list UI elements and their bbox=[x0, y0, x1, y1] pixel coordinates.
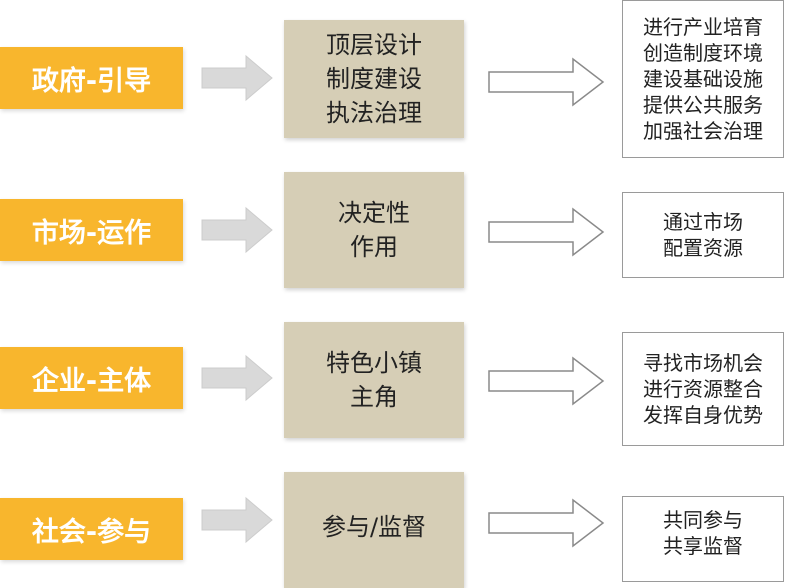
result-box: 通过市场 配置资源 bbox=[622, 192, 784, 278]
role-line: 执法治理 bbox=[326, 99, 422, 127]
role-line: 顶层设计 bbox=[326, 31, 422, 59]
role-line: 决定性 bbox=[338, 199, 410, 227]
result-line: 创造制度环境 bbox=[643, 41, 763, 65]
result-line: 通过市场 bbox=[663, 210, 743, 234]
role-line: 作用 bbox=[350, 233, 398, 261]
outline-arrow-icon bbox=[488, 356, 605, 406]
actor-label: 政府-引导 bbox=[0, 47, 183, 109]
role-box: 特色小镇 主角 bbox=[284, 322, 464, 438]
result-line: 进行产业培育 bbox=[643, 15, 763, 39]
actor-label: 社会-参与 bbox=[0, 498, 183, 560]
actor-label: 企业-主体 bbox=[0, 347, 183, 409]
result-line: 进行资源整合 bbox=[643, 377, 763, 401]
role-line: 参与/监督 bbox=[321, 513, 427, 541]
result-line: 共享监督 bbox=[663, 534, 743, 558]
result-line: 加强社会治理 bbox=[643, 119, 763, 143]
outline-arrow-icon bbox=[488, 57, 605, 107]
result-line: 提供公共服务 bbox=[643, 93, 763, 117]
grey-arrow-icon bbox=[201, 206, 273, 254]
result-box: 进行产业培育 创造制度环境 建设基础设施 提供公共服务 加强社会治理 bbox=[622, 0, 784, 158]
result-box: 共同参与 共享监督 bbox=[622, 496, 784, 582]
grey-arrow-icon bbox=[201, 354, 273, 402]
actor-label: 市场-运作 bbox=[0, 199, 183, 261]
result-line: 发挥自身优势 bbox=[643, 403, 763, 427]
result-line: 寻找市场机会 bbox=[643, 351, 763, 375]
role-box: 参与/监督 bbox=[284, 472, 464, 588]
grey-arrow-icon bbox=[201, 54, 273, 102]
role-line: 特色小镇 bbox=[326, 349, 422, 377]
role-line: 制度建设 bbox=[326, 65, 422, 93]
result-line: 共同参与 bbox=[663, 508, 743, 532]
outline-arrow-icon bbox=[488, 207, 605, 257]
result-line: 配置资源 bbox=[663, 236, 743, 260]
role-box: 决定性 作用 bbox=[284, 172, 464, 288]
role-line: 主角 bbox=[350, 383, 398, 411]
outline-arrow-icon bbox=[488, 498, 605, 548]
result-line: 建设基础设施 bbox=[643, 67, 763, 91]
grey-arrow-icon bbox=[201, 496, 273, 544]
result-box: 寻找市场机会 进行资源整合 发挥自身优势 bbox=[622, 332, 784, 446]
role-box: 顶层设计 制度建设 执法治理 bbox=[284, 20, 464, 138]
